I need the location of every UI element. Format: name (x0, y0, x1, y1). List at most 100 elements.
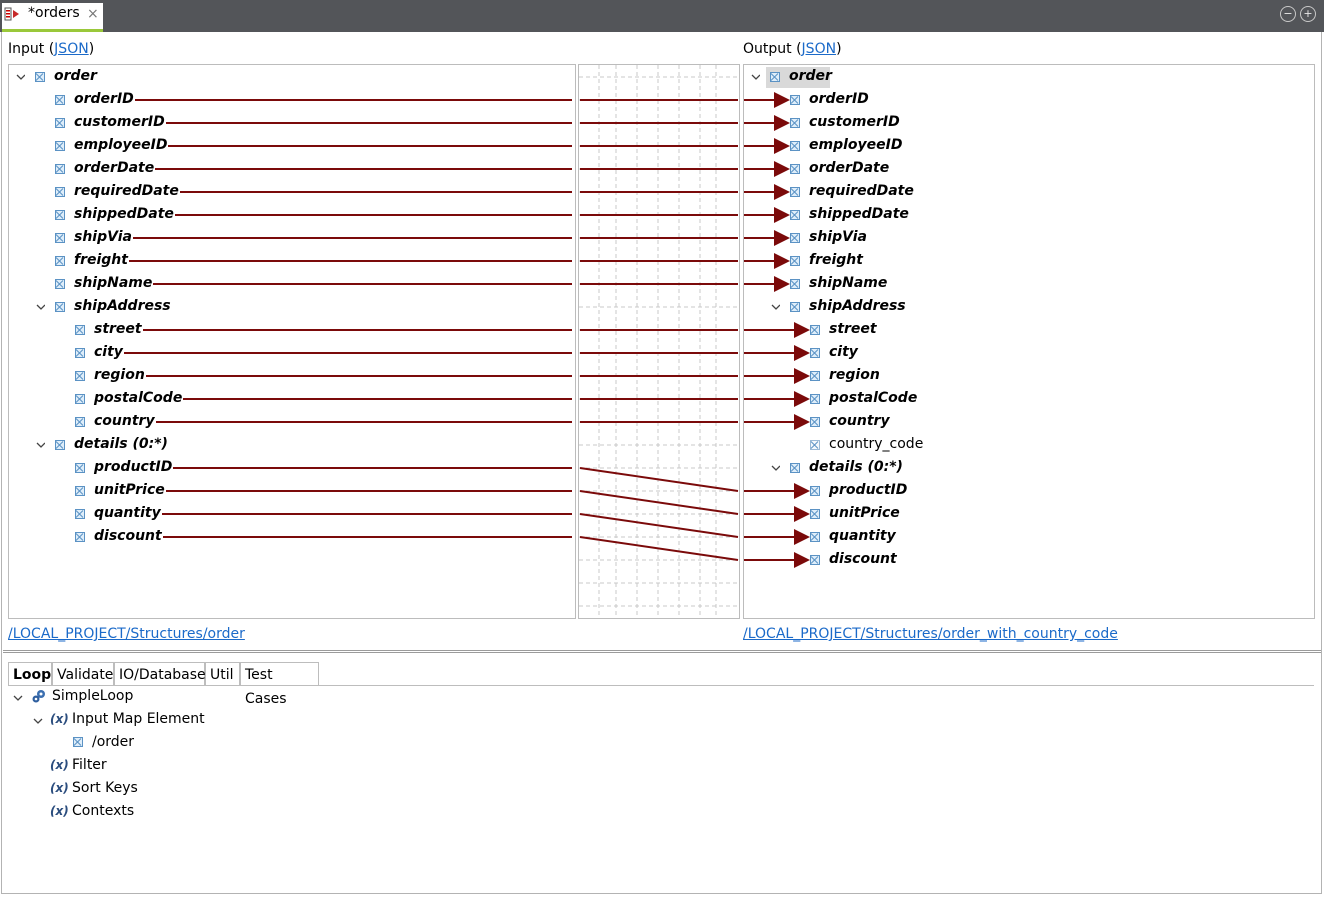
chevron-down-icon[interactable] (35, 439, 45, 449)
input-map-element-label[interactable]: Input Map Element (72, 711, 205, 727)
input-field-unitprice[interactable]: unitPrice (94, 482, 165, 498)
input-field-shipaddress[interactable]: shipAddress (74, 298, 171, 314)
element-icon (75, 325, 85, 335)
output-field-country_code[interactable]: country_code (829, 436, 924, 452)
output-field-postalcode[interactable]: postalCode (829, 390, 918, 406)
chevron-down-icon[interactable] (770, 462, 780, 472)
output-field-freight[interactable]: freight (809, 252, 863, 268)
element-icon (810, 417, 820, 427)
input-header-label: Input ( (8, 41, 55, 57)
panel-splitter[interactable] (3, 650, 1321, 653)
filter-label[interactable]: Filter (72, 757, 107, 773)
output-field-quantity[interactable]: quantity (829, 528, 896, 544)
element-icon (55, 210, 65, 220)
loop-root-label[interactable]: SimpleLoop (52, 688, 134, 704)
chevron-down-icon[interactable] (12, 692, 24, 704)
input-structure-path[interactable]: /LOCAL_PROJECT/Structures/order (8, 626, 245, 642)
output-field-street[interactable]: street (829, 321, 877, 337)
output-field-employeeid[interactable]: employeeID (809, 137, 903, 153)
element-icon (55, 118, 65, 128)
output-field-orderdate[interactable]: orderDate (809, 160, 890, 176)
element-icon (810, 555, 820, 565)
input-field-city[interactable]: city (94, 344, 123, 360)
chevron-down-icon[interactable] (15, 71, 25, 81)
output-field-country[interactable]: country (829, 413, 890, 429)
output-field-requireddate[interactable]: requiredDate (809, 183, 914, 199)
output-field-shipname[interactable]: shipName (809, 275, 888, 291)
output-structure-path[interactable]: /LOCAL_PROJECT/Structures/order_with_cou… (743, 626, 1118, 642)
input-field-shippeddate[interactable]: shippedDate (74, 206, 174, 222)
input-field-region[interactable]: region (94, 367, 145, 383)
output-field-customerid[interactable]: customerID (809, 114, 900, 130)
element-icon (810, 325, 820, 335)
input-field-shipname[interactable]: shipName (74, 275, 153, 291)
tab-test-cases[interactable]: Test Cases (240, 662, 319, 707)
output-field-productid[interactable]: productID (829, 482, 908, 498)
input-map-child-label[interactable]: /order (92, 734, 135, 750)
output-field-city[interactable]: city (829, 344, 858, 360)
output-field-orderid[interactable]: orderID (809, 91, 869, 107)
output-json-link[interactable]: JSON (801, 41, 837, 57)
input-field-details[interactable]: details (0:*) (74, 436, 168, 452)
tab-io-database[interactable]: IO/Database (114, 662, 206, 686)
output-field-region[interactable]: region (829, 367, 880, 383)
element-icon (35, 72, 45, 82)
chevron-down-icon[interactable] (750, 71, 760, 81)
element-icon (55, 95, 65, 105)
variable-icon: (x) (50, 758, 69, 772)
input-field-street[interactable]: street (94, 321, 142, 337)
input-field-root[interactable]: order (54, 68, 97, 84)
input-tree-panel[interactable] (8, 64, 576, 619)
chevron-down-icon[interactable] (35, 301, 45, 311)
output-field-root[interactable]: order (789, 68, 832, 84)
tab-util[interactable]: Util (205, 662, 240, 686)
chevron-down-icon[interactable] (770, 301, 780, 311)
output-field-shipaddress[interactable]: shipAddress (809, 298, 906, 314)
element-icon (73, 737, 83, 747)
element-icon (810, 348, 820, 358)
contexts-label[interactable]: Contexts (72, 803, 135, 819)
input-field-discount[interactable]: discount (94, 528, 162, 544)
input-field-requireddate[interactable]: requiredDate (74, 183, 179, 199)
input-field-freight[interactable]: freight (74, 252, 128, 268)
input-field-employeeid[interactable]: employeeID (74, 137, 168, 153)
output-header-label: Output ( (743, 41, 802, 57)
sort-keys-label[interactable]: Sort Keys (72, 780, 138, 796)
element-icon (55, 187, 65, 197)
element-icon (790, 141, 800, 151)
input-field-country[interactable]: country (94, 413, 155, 429)
input-field-shipvia[interactable]: shipVia (74, 229, 132, 245)
input-field-quantity[interactable]: quantity (94, 505, 161, 521)
input-field-orderid[interactable]: orderID (74, 91, 134, 107)
output-field-shipvia[interactable]: shipVia (809, 229, 867, 245)
output-field-shippeddate[interactable]: shippedDate (809, 206, 909, 222)
element-icon (55, 164, 65, 174)
output-field-discount[interactable]: discount (829, 551, 897, 567)
input-field-postalcode[interactable]: postalCode (94, 390, 183, 406)
tab-underline (8, 685, 1314, 686)
element-icon (790, 95, 800, 105)
tab-loop[interactable]: Loop (8, 662, 52, 686)
input-json-link[interactable]: JSON (54, 41, 89, 57)
loop-gear-icon (32, 690, 45, 703)
element-icon (790, 118, 800, 128)
tab-validate[interactable]: Validate (52, 662, 114, 686)
input-field-orderdate[interactable]: orderDate (74, 160, 155, 176)
output-tree-panel[interactable] (743, 64, 1315, 619)
element-icon (75, 348, 85, 358)
output-field-unitprice[interactable]: unitPrice (829, 505, 900, 521)
tab-orders[interactable] (2, 3, 103, 32)
maximize-button[interactable]: + (1300, 6, 1316, 22)
element-icon (55, 279, 65, 289)
element-icon (810, 394, 820, 404)
minimize-button[interactable]: − (1280, 6, 1296, 22)
input-field-customerid[interactable]: customerID (74, 114, 165, 130)
element-icon (75, 509, 85, 519)
chevron-down-icon[interactable] (32, 715, 44, 727)
close-icon[interactable]: × (87, 6, 99, 22)
tab-title: *orders (28, 5, 80, 21)
element-icon (810, 486, 820, 496)
input-field-productid[interactable]: productID (94, 459, 173, 475)
element-icon (770, 72, 780, 82)
output-field-details[interactable]: details (0:*) (809, 459, 903, 475)
